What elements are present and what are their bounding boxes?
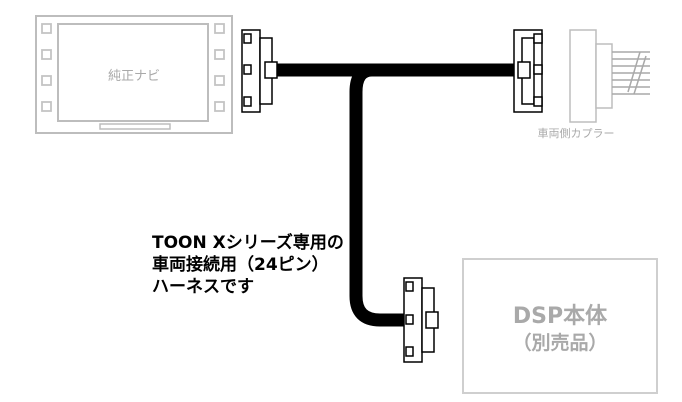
vehicle-coupler: 車両側カプラー [538,29,650,140]
harness-caption: TOON Xシリーズ専用の 車両接続用（24ピン） ハーネスです [152,232,344,298]
connector-navi-side [241,29,278,113]
connector-vehicle-side [513,29,543,113]
harness-cable [272,63,522,327]
harness-line-3: ハーネスです [152,277,254,297]
harness-line-1: TOON Xシリーズ専用の [152,233,344,253]
dsp-unit: DSP本体 （別売品） [462,258,658,394]
navi-unit: 純正ナビ [35,15,233,134]
coupler-label: 車両側カプラー [538,126,615,140]
connector-dsp-side [403,277,439,363]
dsp-title: DSP本体 [512,304,608,329]
navi-label: 純正ナビ [108,69,160,84]
harness-line-2: 車両接続用（24ピン） [152,255,329,275]
dsp-subtitle: （別売品） [512,332,608,354]
